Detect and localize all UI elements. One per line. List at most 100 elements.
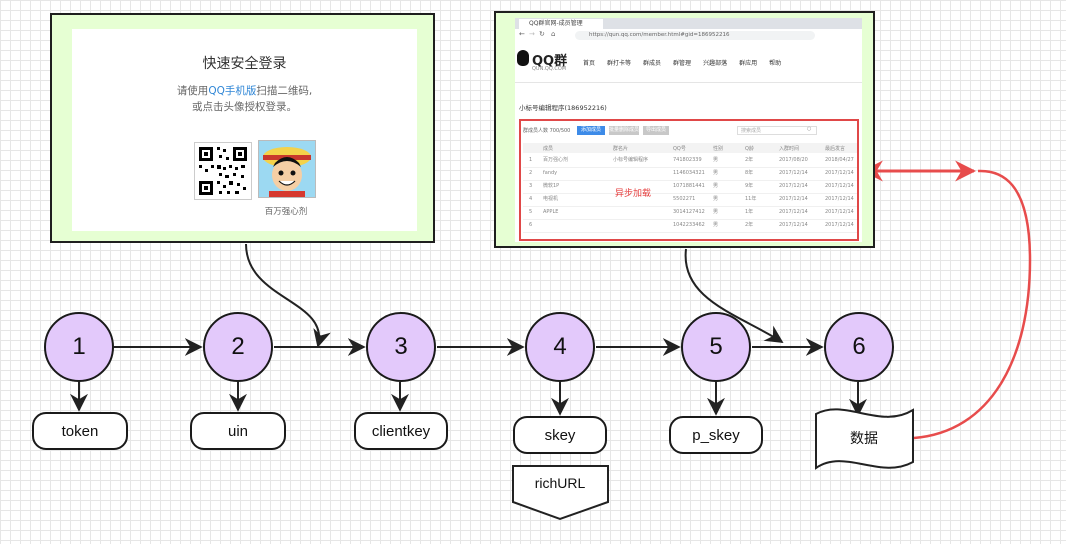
nav-item[interactable]: 帮助 [769, 60, 782, 67]
table-cell: 2017/12/14 [825, 183, 854, 189]
hint-prefix: 请使用 [176, 85, 209, 97]
reload-icon[interactable]: ↻ [539, 30, 545, 38]
avatar-name: 百万强心剂 [264, 207, 308, 217]
table-cell: 5502271 [673, 196, 696, 202]
table-cell: 1042233462 [673, 222, 705, 228]
table-cell: 1年 [745, 209, 754, 215]
table-cell: 小标号编辑程序 [613, 157, 649, 163]
node-4: 4 [525, 312, 595, 382]
table-cell: 2017/12/14 [825, 222, 854, 228]
table-row[interactable]: 2 fandy 1146034321 男 8年 2017/12/14 2017/12/14 [523, 167, 857, 181]
member-count: 群成员人数 700/500 [523, 128, 571, 134]
richurl-shape [512, 465, 609, 521]
col-gender: 性别 [713, 146, 724, 152]
data-label: 数据 [850, 431, 878, 447]
col-card: 群名片 [613, 146, 629, 152]
table-cell: fandy [543, 170, 558, 176]
browser-tab[interactable]: QQ群官网-成员管理 [519, 19, 603, 29]
table-cell: 男 [713, 170, 719, 176]
search-input[interactable]: 搜索成员 [737, 126, 817, 135]
back-icon[interactable]: ← [519, 30, 525, 38]
p-skey-label: p_skey [669, 416, 763, 454]
table-cell: 男 [713, 157, 719, 163]
col-age: Q龄 [745, 146, 754, 152]
table-cell: 男 [713, 183, 719, 189]
table-cell: 2017/08/20 [779, 157, 808, 163]
search-icon[interactable]: ○ [807, 126, 812, 132]
hint-suffix: 扫描二维码, [256, 85, 313, 97]
node-5: 5 [681, 312, 751, 382]
table-row[interactable]: 6 1042233462 男 2年 2017/12/14 2017/12/14 [523, 219, 857, 233]
nav-item[interactable]: 群成员 [643, 60, 662, 67]
table-cell: 百万强心剂 [543, 157, 569, 163]
nav-item[interactable]: 群管理 [673, 60, 692, 67]
login-card: 快速安全登录 请使用QQ手机版扫描二维码, 或点击头像授权登录。 [72, 29, 417, 231]
qq-header: QQ群 QUN.QQ.COM 首页 群打卡等 群成员 群管理 兴趣部落 群应用 … [515, 42, 862, 83]
qr-code-icon[interactable] [194, 142, 252, 200]
data-document-shape [815, 408, 914, 470]
clientkey-label: clientkey [354, 412, 448, 450]
member-table: 群成员人数 700/500 添加成员 批量删除成员 导出成员 搜索成员 ○ 成员… [519, 119, 859, 241]
table-cell: 2017/12/14 [779, 170, 808, 176]
node-6: 6 [824, 312, 894, 382]
table-cell: 电视机 [543, 196, 559, 202]
table-cell: 微软1P [543, 183, 560, 189]
table-cell: 3014127412 [673, 209, 705, 215]
forward-icon[interactable]: → [529, 30, 535, 38]
hint-line2: 或点击头像授权登录。 [192, 101, 297, 113]
async-load-label: 异步加载 [615, 189, 652, 199]
url-input[interactable]: https://qun.qq.com/member.html#gid=18695… [575, 31, 815, 40]
col-qq: QQ号 [673, 146, 686, 152]
penguin-logo-icon [517, 50, 529, 66]
browser-screenshot-panel: QQ群官网-成员管理 ← → ↻ ⌂ https://qun.qq.com/me… [494, 11, 875, 248]
tab-bar: QQ群官网-成员管理 [515, 18, 862, 29]
nav-item[interactable]: 群应用 [739, 60, 758, 67]
export-button[interactable]: 导出成员 [643, 126, 669, 135]
hint-link[interactable]: QQ手机版 [208, 85, 257, 97]
login-hint: 请使用QQ手机版扫描二维码, 或点击头像授权登录。 [72, 83, 417, 115]
browser-window: QQ群官网-成员管理 ← → ↻ ⌂ https://qun.qq.com/me… [515, 18, 862, 242]
table-cell: 2017/12/14 [779, 209, 808, 215]
login-title: 快速安全登录 [202, 56, 287, 72]
table-cell: 5 [529, 209, 533, 215]
node-1: 1 [44, 312, 114, 382]
home-icon[interactable]: ⌂ [551, 30, 556, 38]
node-2: 2 [203, 312, 273, 382]
nav-item[interactable]: 群打卡等 [607, 60, 632, 67]
table-cell: 2 [529, 170, 533, 176]
login-screenshot-panel: 快速安全登录 请使用QQ手机版扫描二维码, 或点击头像授权登录。 [50, 13, 435, 243]
table-cell: 2年 [745, 157, 754, 163]
batch-delete-button[interactable]: 批量删除成员 [609, 126, 640, 135]
table-cell: 1146034321 [673, 170, 705, 176]
avatar[interactable] [258, 140, 316, 198]
qq-logo[interactable]: QQ群 [532, 54, 568, 69]
table-cell: 男 [713, 209, 719, 215]
table-cell: 2017/12/14 [825, 170, 854, 176]
table-cell: 2017/12/14 [825, 209, 854, 215]
address-bar: ← → ↻ ⌂ https://qun.qq.com/member.html#g… [515, 29, 862, 43]
edge-browser-to-chain [684, 248, 784, 343]
edge-login-to-chain [245, 243, 331, 348]
table-cell: 男 [713, 222, 719, 228]
qq-nav: 首页 群打卡等 群成员 群管理 兴趣部落 群应用 帮助 [583, 58, 858, 67]
table-cell: 9年 [745, 183, 754, 189]
add-member-button[interactable]: 添加成员 [577, 126, 605, 135]
nav-item[interactable]: 兴趣部落 [703, 60, 728, 67]
table-cell: 1071881441 [673, 183, 705, 189]
table-cell: 2017/12/14 [779, 222, 808, 228]
node-3: 3 [366, 312, 436, 382]
nav-item[interactable]: 首页 [583, 60, 596, 67]
table-cell: 6 [529, 222, 533, 228]
table-cell: 1 [529, 157, 533, 163]
table-cell: 2017/12/14 [779, 183, 808, 189]
table-cell: 2017/12/14 [779, 196, 808, 202]
table-cell: 2年 [745, 222, 754, 228]
table-cell: 2018/04/27 [825, 157, 854, 163]
table-cell: 8年 [745, 170, 754, 176]
qq-logo-sub: QUN.QQ.COM [532, 66, 567, 72]
